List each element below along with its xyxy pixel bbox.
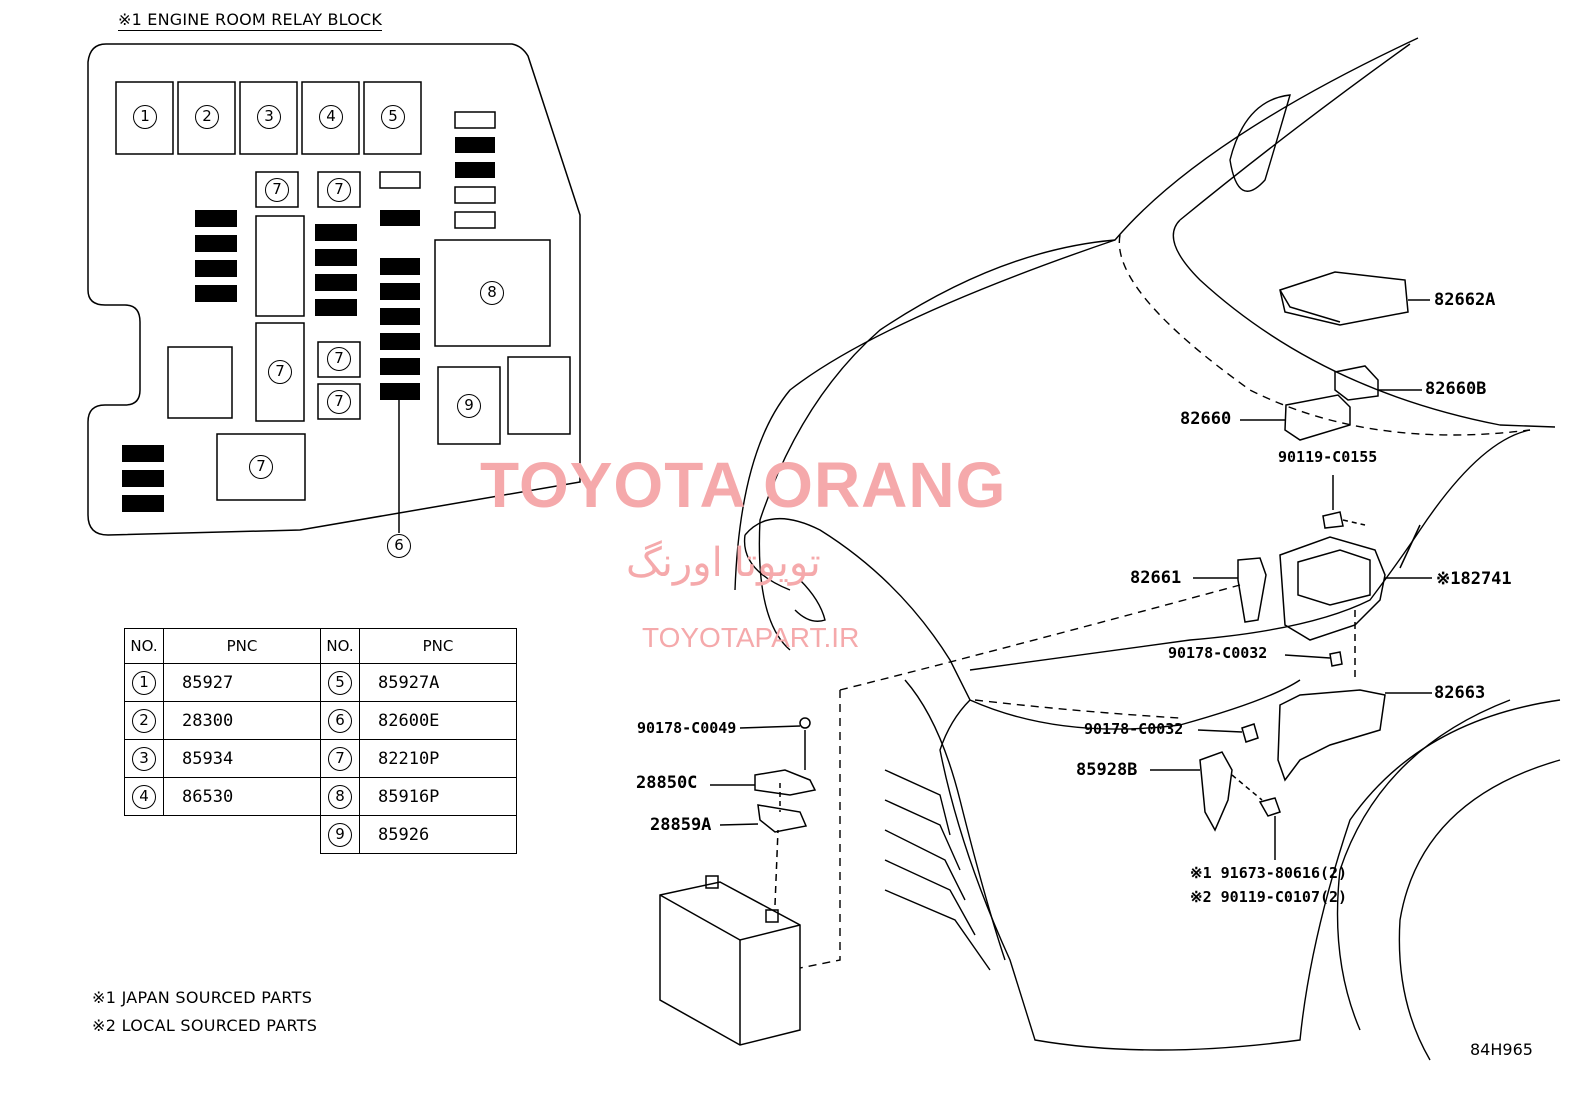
slot-label-3: 3	[257, 105, 281, 129]
slot-label-1: 1	[133, 105, 157, 129]
pnc-table: NO. PNC NO. PNC 1 85927 5 85927A 2 28300…	[124, 628, 517, 854]
row-no: 1	[132, 670, 156, 695]
row-pnc: 82210P	[359, 739, 517, 778]
row-no: 2	[132, 708, 156, 733]
row-pnc: 85934	[163, 739, 321, 778]
label-82662A: 82662A	[1434, 290, 1496, 310]
label-90119-C0155: 90119-C0155	[1278, 448, 1378, 466]
header-no-right: NO.	[320, 628, 360, 664]
header-pnc-right: PNC	[359, 628, 517, 664]
slot-label-7e: 7	[327, 390, 351, 414]
slot-label-7b: 7	[327, 178, 351, 202]
slot-label-2: 2	[195, 105, 219, 129]
watermark-site: TOYOTAPART.IR	[642, 622, 860, 653]
row-pnc: 82600E	[359, 701, 517, 740]
row-pnc: 85916P	[359, 777, 517, 816]
battery-drawing	[659, 829, 801, 1046]
label-90178-C0049: 90178-C0049	[637, 719, 737, 737]
table-row: 9 85926	[125, 815, 517, 854]
diagram-code: 84H965	[1470, 1040, 1533, 1059]
row-pnc: 86530	[163, 777, 321, 816]
slot-label-7a: 7	[265, 178, 289, 202]
note-local-sourced: ※2 LOCAL SOURCED PARTS	[92, 1016, 318, 1035]
table-row: 2 28300 6 82600E	[124, 701, 517, 740]
label-85928B: 85928B	[1076, 760, 1138, 780]
row-pnc: 85926	[359, 815, 517, 854]
label-82741: ※182741	[1436, 569, 1512, 589]
slot-label-9: 9	[457, 394, 481, 418]
row-pnc: 85927A	[359, 663, 517, 702]
label-28859A: 28859A	[650, 815, 712, 835]
note-japan-sourced: ※1 JAPAN SOURCED PARTS	[92, 988, 313, 1007]
label-82663: 82663	[1434, 683, 1486, 703]
label-82661: 82661	[1130, 568, 1182, 588]
table-row: 3 85934 7 82210P	[124, 739, 517, 778]
slot-label-8: 8	[480, 281, 504, 305]
slot-label-7d: 7	[327, 347, 351, 371]
slot-label-7c: 7	[268, 360, 292, 384]
slot-label-4: 4	[319, 105, 343, 129]
header-pnc-left: PNC	[163, 628, 321, 664]
label-91673-80616: ※1 91673-80616(2)	[1190, 864, 1348, 882]
row-no: 5	[328, 670, 352, 695]
row-no: 8	[328, 784, 352, 809]
row-no: 4	[132, 784, 156, 809]
hood-edge	[734, 37, 1419, 591]
row-pnc: 85927	[163, 663, 321, 702]
slot-label-6: 6	[387, 534, 411, 558]
label-90178-C0032-a: 90178-C0032	[1168, 644, 1268, 662]
table-row: 4 86530 8 85916P	[124, 777, 517, 816]
watermark-brand: TOYOTA ORANG	[480, 449, 1007, 521]
row-no: 6	[328, 708, 352, 733]
label-28850C: 28850C	[636, 773, 698, 793]
watermark-persian: تویوتا اورنگ	[626, 541, 821, 585]
relay-block-outline	[87, 43, 581, 536]
relay-block-title: ※1 ENGINE ROOM RELAY BLOCK	[118, 10, 383, 31]
row-no: 7	[328, 746, 352, 771]
label-90119-C0107: ※2 90119-C0107(2)	[1190, 888, 1348, 906]
table-header-row: NO. PNC NO. PNC	[124, 628, 517, 664]
slot-label-7f: 7	[249, 455, 273, 479]
row-pnc: 28300	[163, 701, 321, 740]
slot-label-5: 5	[381, 105, 405, 129]
label-82660: 82660	[1180, 409, 1232, 429]
row-no: 3	[132, 746, 156, 771]
row-no: 9	[328, 822, 352, 847]
label-82660B: 82660B	[1425, 379, 1487, 399]
table-row: 1 85927 5 85927A	[124, 663, 517, 702]
header-no-left: NO.	[124, 628, 164, 664]
label-90178-C0032-b: 90178-C0032	[1084, 720, 1184, 738]
